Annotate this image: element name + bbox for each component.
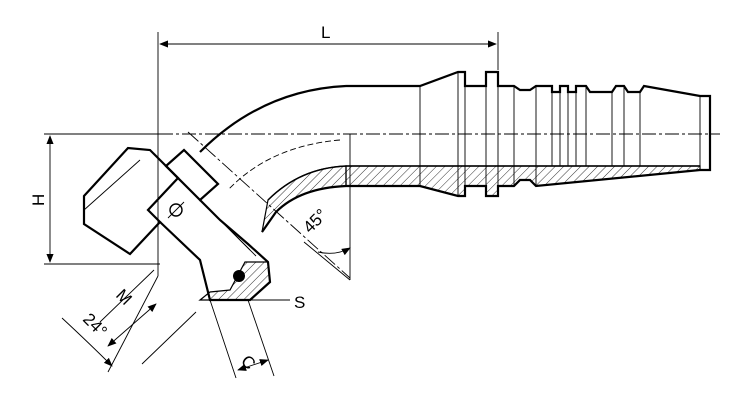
dimension-45	[303, 134, 351, 281]
bend-section-hatch	[261, 165, 347, 233]
dimension-M	[99, 269, 197, 365]
thread-label: M	[112, 285, 135, 308]
stem-section-hatch	[345, 165, 701, 197]
height-label: H	[29, 194, 48, 206]
dimension-24	[61, 275, 159, 373]
dimension-C	[209, 299, 275, 379]
cone-angle-label: 24°	[79, 309, 111, 341]
width-label: C	[237, 351, 259, 373]
wrench-label: S	[294, 293, 305, 312]
dimension-L	[157, 32, 499, 276]
nut-section-hatch	[198, 261, 271, 301]
bend-angle-label: 45°	[299, 205, 331, 237]
centerlines	[44, 131, 720, 279]
dimension-H	[44, 133, 160, 265]
length-label: L	[321, 23, 330, 42]
